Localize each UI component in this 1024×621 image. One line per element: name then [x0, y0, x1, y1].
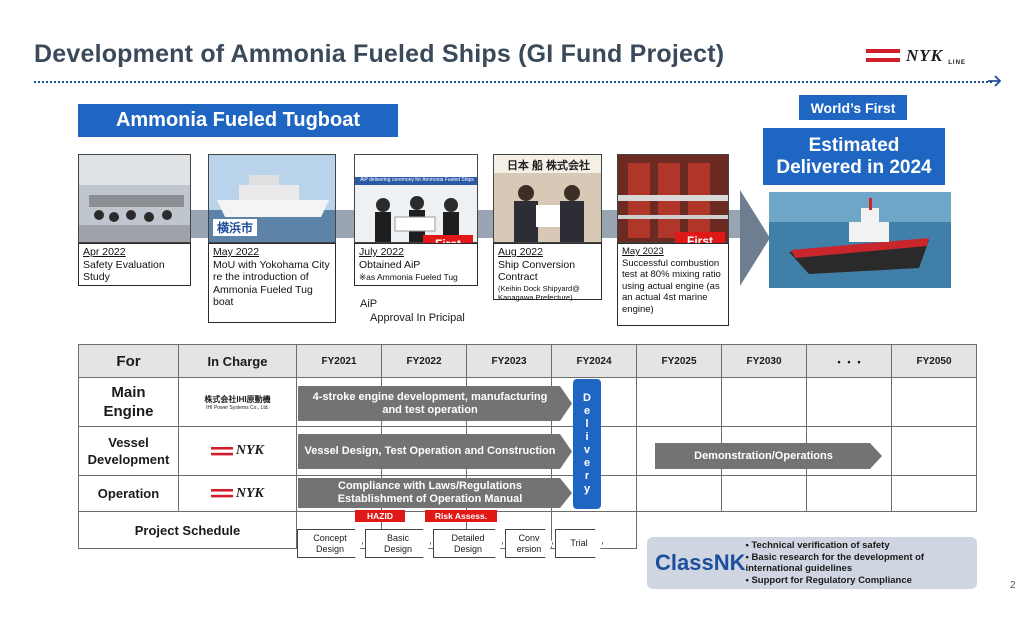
col-header-fy2025: FY2025 [636, 344, 722, 378]
timeline-arrowhead [740, 190, 770, 286]
page-title: Development of Ammonia Fueled Ships (GI … [34, 40, 725, 68]
bar-compliance: Compliance with Laws/Regulations Establi… [298, 478, 572, 508]
col-header-ellipsis: ・・・ [806, 344, 892, 378]
in-charge-nyk-vessel: NYK [178, 426, 297, 476]
aip-photo-label: AiP delivering ceremony for Ammonia Fuel… [360, 177, 474, 183]
step-trial: Trial [555, 529, 603, 558]
arrow-right-icon [988, 75, 1002, 87]
row-label-project-schedule: Project Schedule [78, 511, 297, 549]
col-header-in-charge: In Charge [178, 344, 297, 378]
hazid-tag: HAZID [355, 510, 405, 522]
row-label-operation: Operation [78, 475, 179, 512]
milestone-photo-aip: AiP delivering ceremony for Ammonia Fuel… [354, 154, 478, 243]
classnk-logo: ClassNK [655, 550, 746, 575]
logo-text: NYK LINE [906, 46, 966, 66]
col-header-fy2030: FY2030 [721, 344, 807, 378]
classnk-list: Technical verification of safety Basic r… [745, 540, 977, 586]
col-header-fy2021: FY2021 [296, 344, 382, 378]
aip-note: AiP Approval In Pricipal [360, 298, 465, 324]
bar-demonstration: Demonstration/Operations [655, 443, 882, 469]
classnk-box: ClassNK Technical verification of safety… [647, 537, 977, 589]
header-divider [34, 81, 992, 83]
classnk-item: Technical verification of safety [745, 540, 977, 552]
contract-photo-label: 日本 船 株式会社 [506, 160, 591, 172]
worlds-first-badge: World’s First [799, 95, 907, 120]
nyk-flag-icon [211, 444, 234, 458]
table-header-row: For In Charge FY2021 FY2022 FY2023 FY202… [78, 344, 977, 378]
classnk-item: Basic research for the development of in… [745, 552, 977, 575]
milestone-caption-5: May 2023 Successful combustion test at 8… [617, 243, 729, 326]
tugboat-banner: Ammonia Fueled Tugboat [78, 104, 398, 137]
milestone-photo-engine [617, 154, 729, 243]
nyk-logo: NYK LINE [866, 46, 966, 66]
col-header-fy2023: FY2023 [466, 344, 552, 378]
milestone-caption-4: Aug 2022 Ship Conversion Contract (Keihi… [493, 243, 602, 302]
classnk-item: Support for Regulatory Compliance [745, 575, 977, 587]
milestone-caption-2: May 2022 MoU with Yokohama City re the i… [208, 243, 336, 323]
milestone-photo-contract: 日本 船 株式会社 [493, 154, 602, 243]
milestone-photo-yokohama: 横浜市 [208, 154, 336, 243]
page-number: 2 [1010, 580, 1016, 591]
yokohama-label: 横浜市 [213, 219, 258, 236]
col-header-fy2050: FY2050 [891, 344, 977, 378]
milestone-caption-1: Apr 2022 Safety Evaluation Study [78, 243, 191, 286]
tugboat-image [769, 192, 951, 288]
col-header-fy2024: FY2024 [551, 344, 637, 378]
col-header-fy2022: FY2022 [381, 344, 467, 378]
nyk-flag-icon [866, 46, 900, 66]
col-header-for: For [78, 344, 179, 378]
nyk-flag-icon [211, 487, 234, 501]
milestone-caption-3: July 2022 Obtained AiP ※as Ammonia Fuele… [354, 243, 478, 286]
estimated-delivery-banner: Estimated Delivered in 2024 [763, 128, 945, 185]
bar-vessel-design: Vessel Design, Test Operation and Constr… [298, 434, 572, 469]
milestone-photo-meeting [78, 154, 191, 243]
risk-assess-tag: Risk Assess. [425, 510, 497, 522]
in-charge-nyk-operation: NYK [178, 475, 297, 512]
bar-engine-development: 4-stroke engine development, manufacturi… [298, 386, 572, 421]
